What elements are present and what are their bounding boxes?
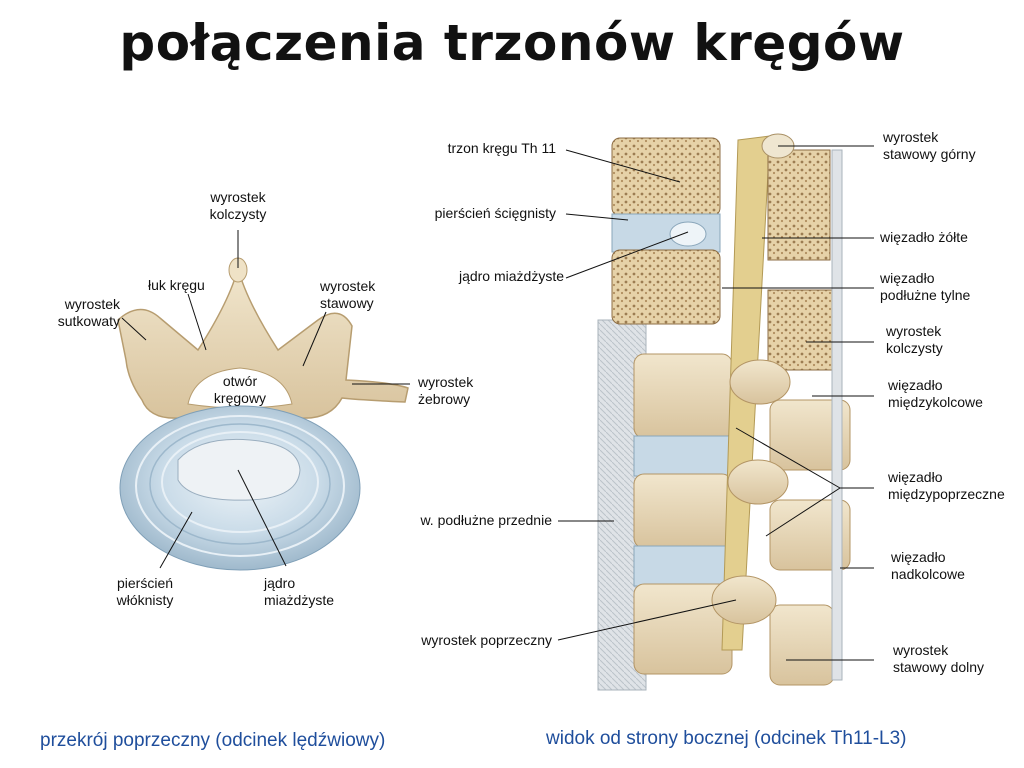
label-articular-process: wyrostek stawowy: [320, 278, 375, 312]
label-interspinous-ligament: więzadło międzykolcowe: [888, 377, 983, 411]
label-line: wyrostek: [320, 278, 376, 294]
label-line: więzadło: [880, 270, 935, 286]
label-line: włóknisty: [116, 592, 174, 608]
label-posterior-longitudinal-ligament: więzadło podłużne tylne: [880, 270, 970, 304]
label-vertebral-body: trzon kręgu Th 11: [447, 140, 556, 156]
label-line: kolczysty: [209, 206, 267, 222]
label-line: stawowy: [320, 295, 374, 311]
label-anterior-longitudinal-ligament: w. podłużne przednie: [420, 512, 552, 528]
label-ligamentum-flavum: więzadło żółte: [880, 229, 968, 245]
label-vertebral-foramen: otwór kręgowy: [200, 373, 280, 407]
label-line: więzadło: [888, 377, 943, 393]
label-vertebral-arch: łuk kręgu: [148, 277, 205, 293]
label-nucleus-pulposus-right: jądro miażdżyste: [458, 268, 564, 284]
label-line: wyrostek: [883, 129, 939, 145]
label-line: wyrostek: [64, 296, 120, 312]
label-line: pierścień: [116, 575, 174, 591]
spine-lateral-view: [597, 133, 851, 691]
label-line: wyrostek: [893, 642, 949, 658]
left-leader-lines: [121, 230, 410, 569]
caption-cross-section: przekrój poprzeczny (odcinek lędźwiowy): [40, 730, 386, 751]
label-inferior-articular-process: wyrostek stawowy dolny: [893, 642, 984, 676]
label-line: więzadło: [891, 549, 946, 565]
label-line: jądro: [264, 575, 296, 591]
label-line: więzadło: [888, 469, 943, 485]
caption-lateral-view: widok od strony bocznej (odcinek Th11-L3…: [546, 728, 907, 749]
label-line: podłużne tylne: [880, 287, 971, 303]
label-line: stawowy dolny: [893, 659, 985, 675]
label-transverse-process: wyrostek poprzeczny: [421, 632, 552, 648]
label-annulus-fibrosus: pierścień włóknisty: [100, 575, 190, 609]
label-line: międzykolcowe: [888, 394, 983, 410]
vertebra-cross-section: [117, 257, 409, 571]
label-superior-articular-process: wyrostek stawowy górny: [883, 129, 976, 163]
label-line: kręgowy: [213, 390, 267, 406]
label-line: międzypoprzeczne: [888, 486, 1005, 502]
label-line: miażdżyste: [264, 592, 335, 608]
label-fibrous-ring: pierścień ścięgnisty: [434, 205, 556, 221]
label-intertransverse-ligament: więzadło międzypoprzeczne: [888, 469, 1005, 503]
label-line: nadkolcowe: [891, 566, 965, 582]
label-line: żebrowy: [418, 391, 471, 407]
right-leader-lines: [557, 145, 874, 661]
label-line: wyrostek: [418, 374, 474, 390]
label-line: kolczysty: [886, 340, 943, 356]
label-line: wyrostek: [886, 323, 942, 339]
label-costal-process: wyrostek żebrowy: [418, 374, 473, 408]
label-line: stawowy górny: [883, 146, 976, 162]
label-line: sutkowaty: [57, 313, 120, 329]
page-title: połączenia trzonów kręgów: [119, 14, 905, 72]
label-spinous-process-left: wyrostek kolczysty: [198, 189, 278, 223]
label-nucleus-pulposus-left: jądro miażdżyste: [264, 575, 334, 609]
label-mammillary-process: wyrostek sutkowaty: [40, 296, 120, 330]
label-line: wyrostek: [210, 189, 266, 205]
label-supraspinous-ligament: więzadło nadkolcowe: [891, 549, 965, 583]
label-spinous-process-right: wyrostek kolczysty: [886, 323, 943, 357]
label-line: otwór: [222, 373, 258, 389]
